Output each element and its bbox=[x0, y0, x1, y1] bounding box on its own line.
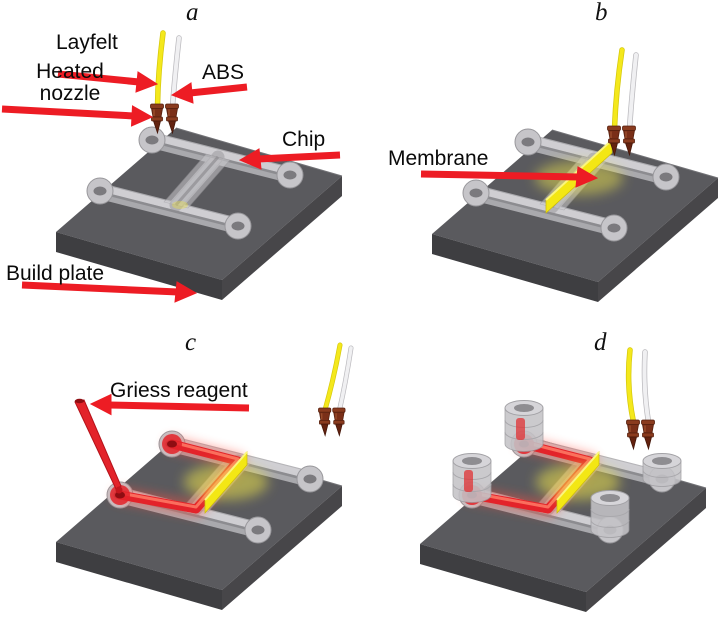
griess-reagent-arrow bbox=[89, 393, 250, 416]
heated-nozzle-pair bbox=[626, 419, 655, 450]
panel-letter-c: c bbox=[185, 329, 197, 356]
chip-label: Chip bbox=[282, 128, 326, 151]
reservoir-cylinder bbox=[590, 490, 630, 538]
reservoir-cylinder bbox=[452, 453, 492, 503]
abs-label: ABS bbox=[202, 61, 245, 84]
reservoir-cylinder bbox=[504, 400, 544, 452]
membrane-arrow bbox=[420, 166, 599, 188]
panel-c: c Griess reagent bbox=[0, 312, 364, 624]
panel-b: b Membrane bbox=[364, 0, 727, 312]
reservoir-cylinder-printing bbox=[642, 453, 682, 487]
chip-arrow bbox=[238, 148, 341, 170]
panel-d: d bbox=[364, 312, 727, 624]
build-plate-arrow bbox=[21, 281, 198, 303]
heated-nozzle-pair bbox=[318, 407, 346, 437]
membrane-start-trace bbox=[172, 201, 188, 209]
membrane-label: Membrane bbox=[388, 147, 489, 170]
panel-letter-d: d bbox=[594, 329, 607, 356]
heated-nozzle-arrow bbox=[1, 105, 154, 127]
panel-a: a Layfelt Heated nozzle ABS Chip Build p… bbox=[0, 0, 364, 312]
panel-letter-b: b bbox=[595, 0, 608, 26]
heated-nozzle-label: Heated nozzle bbox=[36, 60, 104, 105]
layfelt-arrow bbox=[57, 70, 159, 93]
griess-reagent-label: Griess reagent bbox=[110, 379, 248, 402]
build-plate-3d bbox=[55, 437, 343, 611]
build-plate-label: Build plate bbox=[6, 262, 105, 285]
panel-letter-a: a bbox=[186, 0, 199, 26]
layfelt-label: Layfelt bbox=[56, 31, 118, 54]
abs-arrow bbox=[170, 82, 248, 104]
reagent-pipette bbox=[74, 398, 123, 494]
